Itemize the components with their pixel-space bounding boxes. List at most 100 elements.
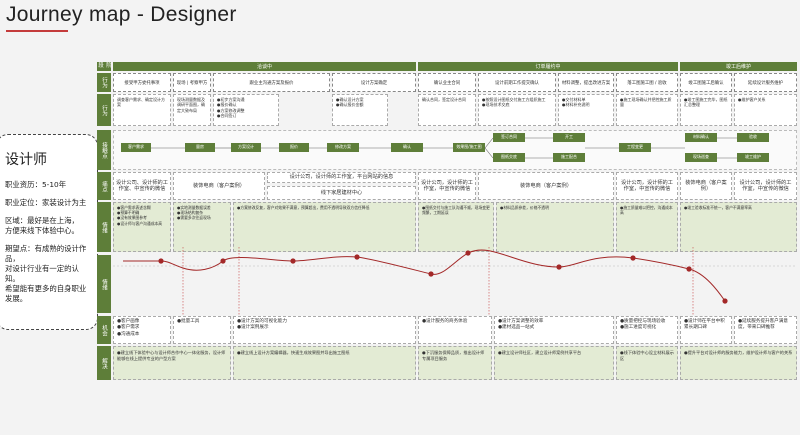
step-4: 设计方案确定 <box>332 73 416 92</box>
touchpoint-3: 设计公司，设计师的工作室，平台网站的信息 <box>267 172 416 183</box>
flow-step-6: 确认 <box>391 143 423 152</box>
opportunity-4: ●设计服务的商务体验 <box>418 316 492 344</box>
step-6: 设计前期工作提交确认 <box>478 73 556 92</box>
persona-expectation: 期望点：有成熟的设计作品， <box>5 244 87 263</box>
flow-connectors <box>151 137 737 159</box>
opportunity-5: ●设计方案调整的效率 ●建材选品一站式 <box>494 316 614 344</box>
behavior-7: ●交付材料单 ●材料补充说明 <box>558 94 614 126</box>
row-label-emotion: 情绪 <box>97 202 111 252</box>
flow-step-5: 修改方案 <box>327 143 359 152</box>
emotion-point <box>630 255 636 261</box>
flow-step-7: 效果图/施工图 <box>453 143 485 152</box>
emotion-point <box>220 258 226 264</box>
flow-step-14: 现场巡查 <box>685 153 717 162</box>
persona-position: 职业定位：家装设计为主 <box>5 198 87 207</box>
flow-step-8: 签订合同 <box>493 133 525 142</box>
emotion-point <box>158 258 164 264</box>
emotion-point <box>354 254 360 260</box>
emotion-point <box>465 250 471 256</box>
flow-step-2: 量房 <box>185 143 215 152</box>
touchpoint-2: 装饰电商（客户案例） <box>173 172 265 200</box>
touchpoint-8: 装饰电商（客户案例） <box>680 172 732 200</box>
step-2: 现场 | 考察甲方 <box>173 73 211 92</box>
solution-2: ●建立线上设计方案编辑器，快速生成效果图并导出施工图纸 <box>233 346 416 380</box>
row-label-touchpoint: 接触点 <box>97 130 111 170</box>
stage-negotiation: 洽谈中 <box>113 62 416 71</box>
behavior-1: 调查客户需求、确定设计方案 <box>113 94 171 126</box>
persona-name: 设计师 <box>5 152 47 168</box>
touchpoint-5: 设计公司，设计师的工作室，中宣传的微信 <box>418 172 476 200</box>
persona-card: 设计师 职业资历：5-10年 职业定位：家装设计为主 区域：最好是在上海， 方便… <box>0 134 98 330</box>
pain-5: ●材料品质参差，价格不透明 <box>496 202 614 252</box>
behavior-6: ●按照设计图纸交付施工方组织施工 ●现场技术交底 <box>478 94 556 126</box>
flow-step-3: 方案设计 <box>231 143 261 152</box>
stage-maintenance: 竣工后维护 <box>680 62 797 71</box>
row-label-steps: 行为 <box>97 73 111 92</box>
behavior-3: ●初步方案沟通 ●报价确认 ●方案修改调整 ●合同签订 <box>213 94 279 126</box>
flow-step-9: 图纸交底 <box>493 153 525 162</box>
pain-1: ●客户需求表述含糊 ●预算不明确 ●没有效果图参考 ●设计师与客户沟通成本高 <box>113 202 171 252</box>
emotion-curve <box>113 247 797 315</box>
behavior-9: ●竣工图施工完毕，图纸汇总整理 <box>680 94 732 126</box>
flow-step-15: 验收 <box>737 133 769 142</box>
step-3: 跟业主沟通方案及报价 <box>213 73 330 92</box>
pain-2: ●实地测量数据误差 ●现场结构复杂 ●需要多次往返现场 <box>173 202 231 252</box>
stage-fulfillment: 订单履约中 <box>418 62 678 71</box>
behavior-2: 现场测量数据及调研平面图，确定大致布局 <box>173 94 211 126</box>
row-label-opportunity: 机会 <box>97 316 111 344</box>
flow-step-13: 材料确认 <box>685 133 717 142</box>
opportunity-6: ●质量把控与现场验收 ●施工进度可视化 <box>616 316 678 344</box>
solution-6: ●提升平台对设计师的服务能力，维护设计师与客户的关系 <box>680 346 797 380</box>
persona-expectation-2: 对设计行业有一定的认知。 <box>5 264 79 283</box>
flow-step-4: 报价 <box>279 143 309 152</box>
flow-step-12: 工程变更 <box>619 143 651 152</box>
title-underline <box>6 30 68 32</box>
flow-step-11: 施工配合 <box>553 153 585 162</box>
row-label-behavior: 行为 <box>97 94 111 126</box>
behavior-4: ●确认设计方案 ●确认报价金额 <box>332 94 388 126</box>
row-label-pain: 痛点 <box>97 172 111 200</box>
persona-expectation-3: 希望能有更多的自身职业发展。 <box>5 284 87 303</box>
row-label-stage: 阶段 <box>97 62 111 71</box>
flow-step-10: 开工 <box>553 133 585 142</box>
emotion-point <box>722 298 728 304</box>
touchpoint-9: 设计公司，设计师的工作室，中宣传的微信 <box>734 172 797 200</box>
row-label-solution: 解决 <box>97 346 111 380</box>
flow-step-16: 竣工维护 <box>737 153 769 162</box>
step-9: 竣工图施工后确认 <box>680 73 732 92</box>
step-7: 材料调整，提出改进方案 <box>558 73 614 92</box>
opportunity-1: ●客户画像 ●客户需求 ●沟通成本 <box>113 316 171 344</box>
row-label-curve: 情绪 <box>97 255 111 313</box>
step-10: 延续设计服务维护 <box>734 73 797 92</box>
persona-region-note: 方便来线下体验中心。 <box>5 226 79 235</box>
touchpoint-4: 线下家居建材中心 <box>267 186 416 200</box>
opportunity-3: ●设计方案的可视化能力 ●设计案例展示 <box>233 316 416 344</box>
solution-3: ●下沉服务保障品质，推出设计师专属项目服务 <box>418 346 492 380</box>
pain-4: ●图纸交付与施工队沟通不顺，现场变更频繁，工期延误 <box>418 202 494 252</box>
page-title: Journey map - Designer <box>6 3 237 26</box>
behavior-8: ●施工现场确认并把控施工质量 <box>616 94 678 126</box>
step-5: 确认业主合同 <box>418 73 476 92</box>
emotion-point <box>290 258 296 264</box>
pain-6: ●施工质量难以把控，沟通成本高 <box>616 202 678 252</box>
solution-1: ●建立线下体验中心与设计师合作中心一体化服务，设计师能够在线上提供专业的户型方案 <box>113 346 231 380</box>
pain-7: ●竣工验收标准不统一，客户不满意率高 <box>680 202 797 252</box>
persona-experience: 职业资历：5-10年 <box>5 180 67 189</box>
opportunity-2: ●批量工具 <box>173 316 231 344</box>
behavior-10: ●维护客户关系 <box>734 94 797 126</box>
opportunity-7: ●设计师在平台中积累长期口碑 <box>680 316 732 344</box>
emotion-point <box>686 266 692 272</box>
emotion-point <box>428 271 434 277</box>
step-8: 落工图施工图 / 验收 <box>616 73 678 92</box>
opportunity-8: ●延续服务提升客户满意度，带来口碑推荐 <box>734 316 797 344</box>
touchpoint-6: 装饰电商（客户案例） <box>478 172 614 200</box>
solution-4: ●建立设计师社区，建立设计师案例共享平台 <box>494 346 614 380</box>
persona-region: 区域：最好是在上海， <box>5 216 79 225</box>
flow-step-1: 客户需求 <box>121 143 151 152</box>
solution-5: ●线下体验中心设立材料展示区 <box>616 346 678 380</box>
emotion-point <box>556 264 562 270</box>
touchpoint-1: 设计公司、设计师的工作室、中宣传的微信 <box>113 172 171 200</box>
pain-3: ●方案修改反复，客户对效果不满意，预算超出，费用不透明导致双方信任降低 <box>233 202 416 252</box>
step-1: 接受甲方委托事项 <box>113 73 171 92</box>
touchpoint-7: 设计公司，设计师的工作室，中宣传的微信 <box>616 172 678 200</box>
